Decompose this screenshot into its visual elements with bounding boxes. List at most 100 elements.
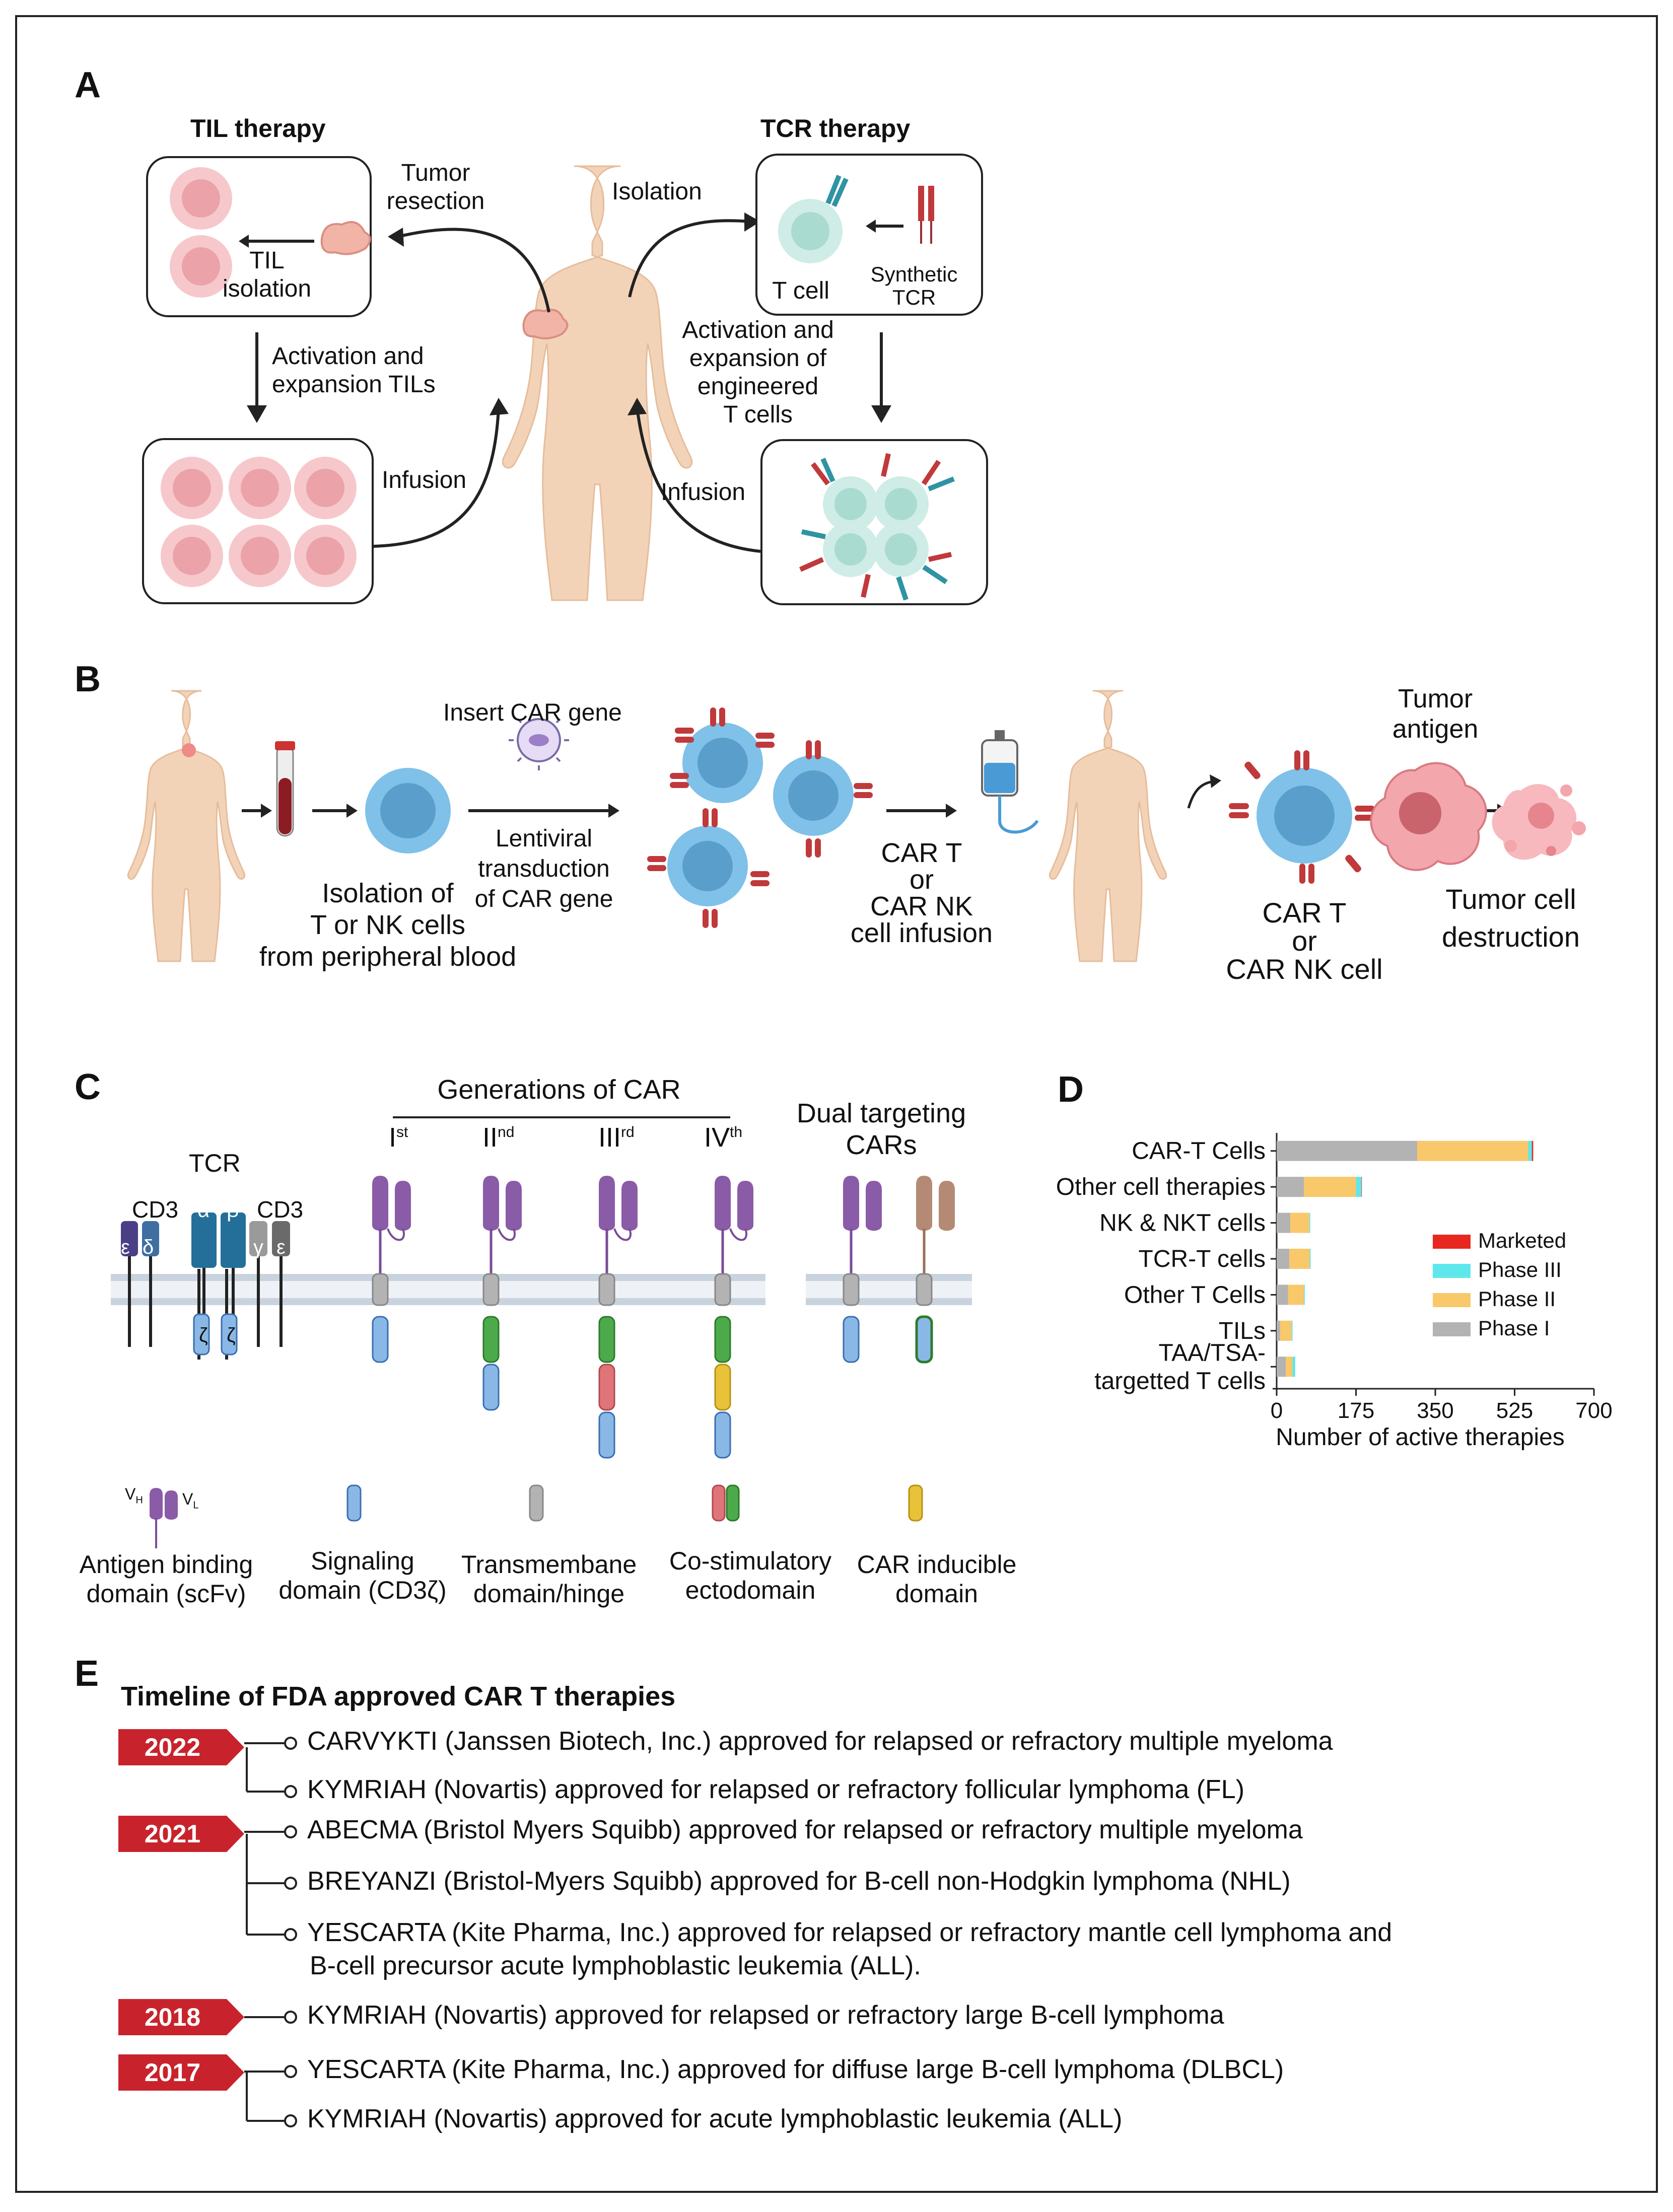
synthetic-tcr-label-1: Synthetic — [870, 262, 958, 286]
bar-phase-i — [1277, 1212, 1290, 1233]
isolation-label-1: Isolation of — [322, 878, 454, 908]
legend-costim-label-2: ectodomain — [685, 1576, 816, 1604]
t-cell-label: T cell — [772, 277, 829, 304]
infusion-label-2: or — [909, 865, 934, 895]
infusion-right-label: Infusion — [661, 479, 746, 506]
generation-1-label: Ist — [389, 1122, 408, 1153]
car-cell-attacking — [1229, 750, 1375, 884]
car-3rd-gen — [598, 1176, 638, 1459]
cd3-left-label: CD3 — [132, 1196, 179, 1223]
legend-inducible-label-2: domain — [895, 1580, 978, 1608]
til-isolation-illustration — [170, 167, 371, 298]
car-4th-gen — [714, 1176, 753, 1459]
iv-bag-icon — [981, 730, 1039, 834]
tcr-therapy-title: TCR therapy — [760, 114, 911, 142]
bar-phase-ii — [1417, 1140, 1528, 1161]
isolated-lymphocyte-icon — [365, 768, 451, 853]
bar-marketed — [1361, 1177, 1362, 1197]
year-label: 2022 — [144, 1733, 201, 1761]
isolation-label-3: from peripheral blood — [259, 942, 517, 972]
expanded-tils-box — [142, 438, 374, 604]
epsilon-label: ε — [121, 1236, 130, 1258]
patient-body-panel-b-right — [1049, 690, 1167, 962]
x-tick-label: 350 — [1417, 1398, 1453, 1423]
panel-b-arrows — [242, 690, 1586, 962]
car-cells-cluster — [647, 707, 873, 928]
bar-phase-ii — [1289, 1249, 1310, 1269]
tcr-engineering-box — [755, 154, 983, 316]
synthetic-tcr-label-2: TCR — [892, 286, 936, 309]
expanded-tils-illustration — [161, 457, 357, 587]
dual-targeting-label-1: Dual targeting — [796, 1098, 966, 1128]
til-cell-nucleus — [182, 247, 220, 286]
timeline-item: B-cell precursor acute lymphoblastic leu… — [310, 1951, 921, 1980]
legend-swatch — [1433, 1235, 1471, 1249]
bar-phase-iii — [1356, 1177, 1362, 1197]
bar-phase-iii — [1309, 1249, 1311, 1269]
tcr-complex — [121, 1212, 290, 1360]
car-cell-label-2: or — [1292, 925, 1317, 957]
legend-label: Phase II — [1478, 1287, 1556, 1311]
lentiviral-label-1: Lentiviral — [495, 825, 593, 852]
year-badge-shape — [118, 1729, 244, 1765]
timeline-item: KYMRIAH (Novartis) approved for acute ly… — [307, 2104, 1123, 2133]
generation-4-label: IVth — [704, 1122, 743, 1153]
tumor-icon — [182, 743, 196, 757]
beta-label: β — [227, 1198, 239, 1222]
bar-phase-i — [1277, 1357, 1286, 1377]
category-label: CAR-T Cells — [1132, 1138, 1266, 1165]
tcr-engineering-illustration — [778, 175, 934, 263]
legend-swatch — [1433, 1322, 1471, 1336]
panel-letter-e: E — [75, 1654, 99, 1694]
patient-body-panel-b-left — [127, 690, 245, 962]
activation-til-label-1: Activation and — [272, 343, 424, 370]
panel-a-arrows — [247, 212, 891, 553]
timeline-item: BREYANZI (Bristol-Myers Squibb) approved… — [307, 1867, 1291, 1896]
tcr-infusion-arrow — [636, 407, 761, 553]
bar-phase-iii — [1309, 1212, 1310, 1233]
timeline-item: CARVYKTI (Janssen Biotech, Inc.) approve… — [307, 1727, 1333, 1756]
tcr-isolation-arrow — [628, 219, 751, 298]
timeline-title: Timeline of FDA approved CAR T therapies — [121, 1681, 676, 1711]
tumor-antigen-label-2: antigen — [1392, 715, 1479, 744]
til-isolation-box — [146, 156, 372, 317]
generation-2-label: IInd — [482, 1122, 515, 1153]
category-label: TILs — [1219, 1318, 1266, 1344]
legend-label: Marketed — [1478, 1229, 1566, 1252]
til-infusion-arrow — [372, 407, 500, 548]
lentiviral-label-2: transduction — [478, 855, 610, 882]
transmembrane-domain-icon — [529, 1484, 544, 1522]
infusion-label-4: cell infusion — [850, 918, 993, 948]
x-tick-label: 525 — [1496, 1398, 1533, 1423]
infusion-left-label: Infusion — [382, 467, 467, 493]
panel-letter-a: A — [75, 65, 101, 105]
engineered-t-cells-box — [760, 439, 988, 605]
blood-tube-icon — [275, 741, 295, 837]
generation-3-label: IIIrd — [598, 1122, 635, 1153]
category-label: NK & NKT cells — [1099, 1210, 1266, 1237]
legend-tm-label-2: domain/hinge — [473, 1580, 625, 1608]
tumor-resection-label-1: Tumor — [401, 160, 470, 186]
infusion-label-1: CAR T — [881, 838, 962, 868]
lentiviral-label-3: of CAR gene — [474, 886, 613, 912]
dual-targeting-cars — [843, 1176, 955, 1364]
delta-label: δ — [143, 1236, 154, 1258]
panel-letter-d: D — [1058, 1069, 1084, 1110]
legend-signal-label-2: domain (CD3ζ) — [278, 1576, 447, 1604]
lentivirus-icon — [509, 710, 569, 770]
bar-phase-i — [1277, 1285, 1288, 1305]
activation-tcr-label-1: Activation and — [682, 317, 834, 343]
year-badge-shape — [118, 2054, 244, 2091]
category-label: TAA/TSA- — [1159, 1339, 1266, 1366]
x-tick-label: 0 — [1271, 1398, 1283, 1423]
activation-til-label-2: expansion TILs — [272, 371, 436, 398]
bar-phase-i — [1277, 1140, 1417, 1161]
generations-title: Generations of CAR — [437, 1075, 681, 1105]
legend-label: Phase I — [1478, 1316, 1550, 1340]
